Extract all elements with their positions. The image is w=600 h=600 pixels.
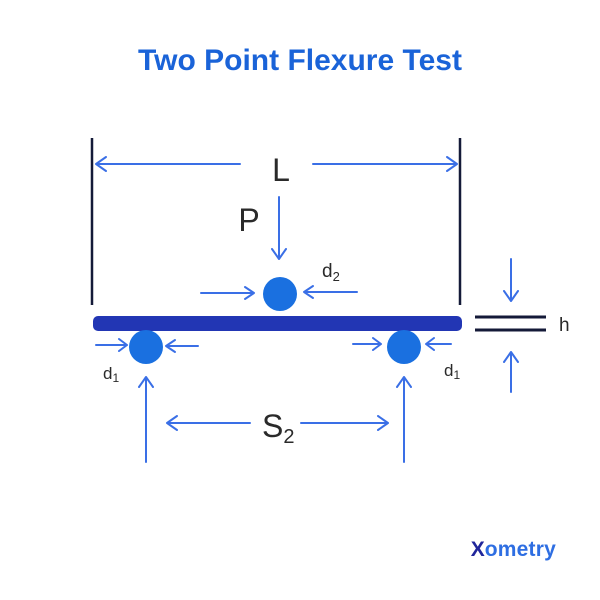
- length-dim-left-arrow: [95, 156, 241, 172]
- load-nose-diameter-main: d: [322, 261, 333, 282]
- right-support-circle: [387, 330, 421, 364]
- load-nose-diameter-sub: 2: [333, 269, 340, 284]
- xometry-logo-x: X: [470, 538, 485, 561]
- right-support-right-arrow: [352, 337, 382, 351]
- span-dim-left-arrow: [166, 415, 251, 431]
- diagram-title: Two Point Flexure Test: [138, 44, 462, 77]
- span-label-sub: 2: [283, 426, 294, 448]
- support-diameter-main: d: [103, 364, 112, 383]
- load-force-down-arrow: [271, 196, 287, 260]
- right-support-left-arrow: [425, 337, 452, 351]
- thickness-down-arrow: [503, 258, 519, 302]
- span-label: S2: [262, 408, 294, 448]
- left-support-left-arrow: [165, 339, 199, 353]
- thickness-up-arrow: [503, 351, 519, 393]
- length-dim-right-arrow: [312, 156, 458, 172]
- support-diameter-sub: 1: [453, 368, 460, 382]
- left-support-diameter-label: d1: [103, 364, 119, 385]
- right-support-reaction-up-arrow: [396, 376, 412, 463]
- xometry-logo-name: ometry: [484, 538, 556, 561]
- loading-nose-circle: [263, 277, 297, 311]
- left-support-circle: [129, 330, 163, 364]
- load-label: P: [238, 202, 259, 238]
- right-support-diameter-label: d1: [444, 361, 460, 382]
- support-diameter-main: d: [444, 361, 453, 380]
- xometry-logo: Xometry: [471, 538, 556, 562]
- left-support-right-arrow: [95, 338, 128, 352]
- specimen-beam: [93, 316, 462, 331]
- length-label: L: [272, 152, 290, 188]
- loading-nose-left-arrow: [200, 286, 255, 300]
- support-diameter-sub: 1: [112, 371, 119, 385]
- thickness-label: h: [559, 315, 570, 336]
- span-label-main: S: [262, 408, 283, 444]
- loading-nose-right-arrow: [303, 285, 358, 299]
- load-nose-diameter-label: d2: [322, 261, 340, 284]
- left-support-reaction-up-arrow: [138, 376, 154, 463]
- span-dim-right-arrow: [300, 415, 389, 431]
